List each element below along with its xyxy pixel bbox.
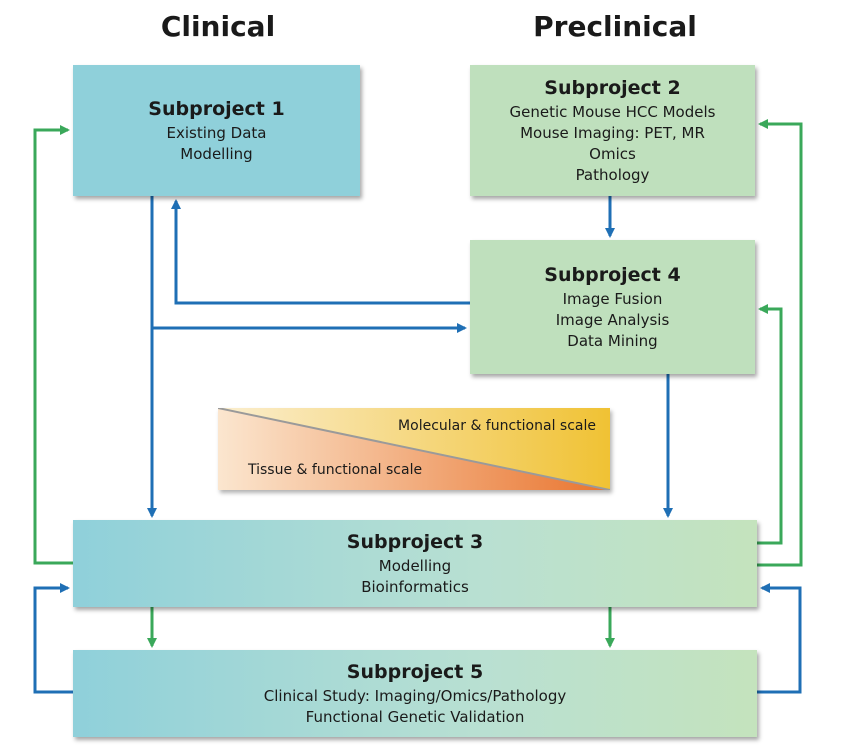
arrow-sp3-to-sp2 — [757, 119, 803, 567]
subproject-3-line: Modelling — [378, 556, 452, 575]
arrow-sp5-left-to-sp3 — [33, 583, 73, 694]
subproject-2-line: Genetic Mouse HCC Models — [509, 102, 716, 121]
subproject-1-line: Existing Data — [166, 123, 267, 142]
subproject-2-title: Subproject 2 — [544, 76, 681, 99]
subproject-5-box: Subproject 5 Clinical Study: Imaging/Omi… — [73, 650, 757, 737]
molecular-scale-label: Molecular & functional scale — [398, 418, 596, 434]
subproject-4-line: Image Fusion — [562, 289, 663, 308]
subproject-5-title: Subproject 5 — [346, 660, 484, 683]
subproject-2-box: Subproject 2 Genetic Mouse HCC Models Mo… — [470, 65, 755, 196]
subproject-4-title: Subproject 4 — [544, 263, 681, 286]
subproject-3-title: Subproject 3 — [346, 530, 484, 553]
subproject-4-box: Subproject 4 Image Fusion Image Analysis… — [470, 240, 755, 374]
arrow-sp4-to-sp1 — [171, 199, 470, 305]
scale-gradient-graphic — [218, 408, 610, 490]
subproject-1-title: Subproject 1 — [148, 97, 285, 120]
subproject-4-line: Data Mining — [567, 331, 658, 350]
subproject-4-line: Image Analysis — [555, 310, 670, 329]
subproject-2-line: Omics — [589, 144, 636, 163]
subproject-1-box: Subproject 1 Existing Data Modelling — [73, 65, 360, 196]
tissue-scale-label: Tissue & functional scale — [248, 462, 423, 478]
arrow-sp5-right-to-sp3 — [757, 583, 802, 694]
scale-gradient-box: Molecular & functional scale Tissue & fu… — [218, 408, 610, 490]
subproject-5-line: Functional Genetic Validation — [305, 707, 525, 726]
subproject-3-box: Subproject 3 Modelling Bioinformatics — [73, 520, 757, 607]
subproject-5-line: Clinical Study: Imaging/Omics/Pathology — [263, 686, 567, 705]
arrow-sp3-to-sp1 — [33, 125, 73, 565]
subproject-2-line: Pathology — [575, 165, 650, 184]
subproject-3-line: Bioinformatics — [361, 577, 469, 596]
preclinical-header: Preclinical — [533, 10, 697, 43]
subproject-1-line: Modelling — [180, 144, 253, 163]
clinical-header: Clinical — [160, 10, 276, 43]
subproject-2-line: Mouse Imaging: PET, MR — [520, 123, 705, 142]
arrow-sp3-to-sp4 — [757, 304, 783, 545]
